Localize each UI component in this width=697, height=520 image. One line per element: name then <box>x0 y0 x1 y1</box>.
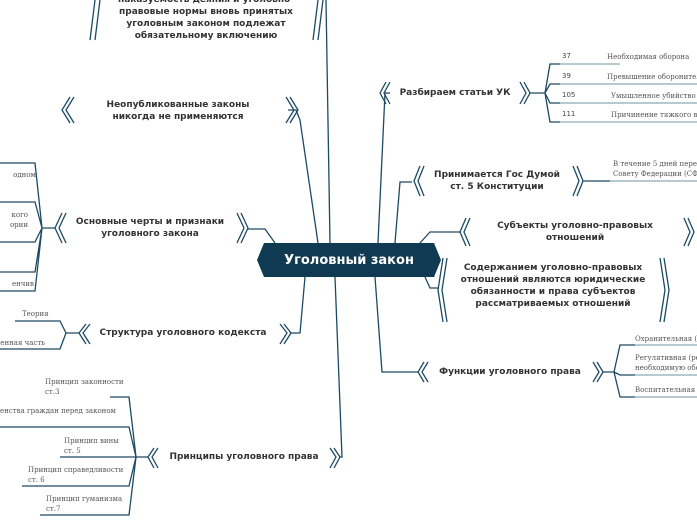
article-text[interactable]: Превышение оборонитель <box>607 73 697 81</box>
central-node-label: Уголовный закон <box>284 252 414 268</box>
topic-gosduma[interactable]: Принимается Гос Думой ст. 5 Конституции <box>434 170 560 192</box>
leaf-guilt[interactable]: Принцип вины ст. 5 <box>64 437 119 455</box>
article-num: 39 <box>562 72 571 80</box>
leaf-feature-2b[interactable]: ории <box>9 221 28 229</box>
topic-uk-articles[interactable]: Разбираем статьи УК <box>399 88 511 98</box>
leaf-feature-2a[interactable]: кого <box>11 211 28 219</box>
leaf-legality[interactable]: Принцип законности ст.3 <box>45 378 124 396</box>
central-node-shape <box>257 243 441 277</box>
topic-main-features[interactable]: Основные черты и признаки уголовного зак… <box>75 217 225 239</box>
article-text[interactable]: Необходимая оборона <box>607 53 690 61</box>
topic-code-structure[interactable]: Структура уголовного кодекста <box>99 328 267 338</box>
leaf-protective[interactable]: Охранительная (за <box>635 335 697 343</box>
topic-functions[interactable]: Функции уголовного права <box>439 367 581 377</box>
article-num: 37 <box>562 52 571 60</box>
article-num: 105 <box>562 91 576 99</box>
leaf-feature-1[interactable]: одном <box>13 171 36 179</box>
leaf-sf-transfer[interactable]: В течение 5 дней переда Совету Федерации… <box>613 160 697 178</box>
article-num: 111 <box>562 110 576 118</box>
article-text[interactable]: Причинение тяжкого вред <box>611 111 697 119</box>
topic-subjects[interactable]: Субъекты уголовно-правовых отношений <box>497 221 653 243</box>
leaf-humanism[interactable]: Принцип гуманизма ст.7 <box>46 495 123 513</box>
topic-content[interactable]: Содержанием уголовно-правовых отношений … <box>460 263 646 309</box>
topic-unpublished-laws[interactable]: Неопубликованные законы никогда не приме… <box>106 100 250 122</box>
leaf-special-part[interactable]: обенная часть <box>0 339 45 347</box>
leaf-regulative[interactable]: Регулятивная (реа необходимую обор <box>635 354 697 372</box>
leaf-educational[interactable]: Воспитательная (п <box>635 386 697 394</box>
leaf-equality[interactable]: равенства граждан перед законом <box>0 407 116 415</box>
leaf-justice[interactable]: Принцип справедливости ст. 6 <box>28 466 124 484</box>
article-text[interactable]: Умышленное убийство <box>611 92 696 100</box>
central-node[interactable]: Уголовный закон <box>257 243 441 277</box>
leaf-feature-4[interactable]: енчив <box>11 280 34 288</box>
leaf-theory[interactable]: Теория <box>22 310 49 318</box>
topic-principles[interactable]: Принципы уголовного права <box>169 452 319 462</box>
topic-new-norms[interactable]: наказуемость деяния и уголовно-правовые … <box>118 0 294 41</box>
